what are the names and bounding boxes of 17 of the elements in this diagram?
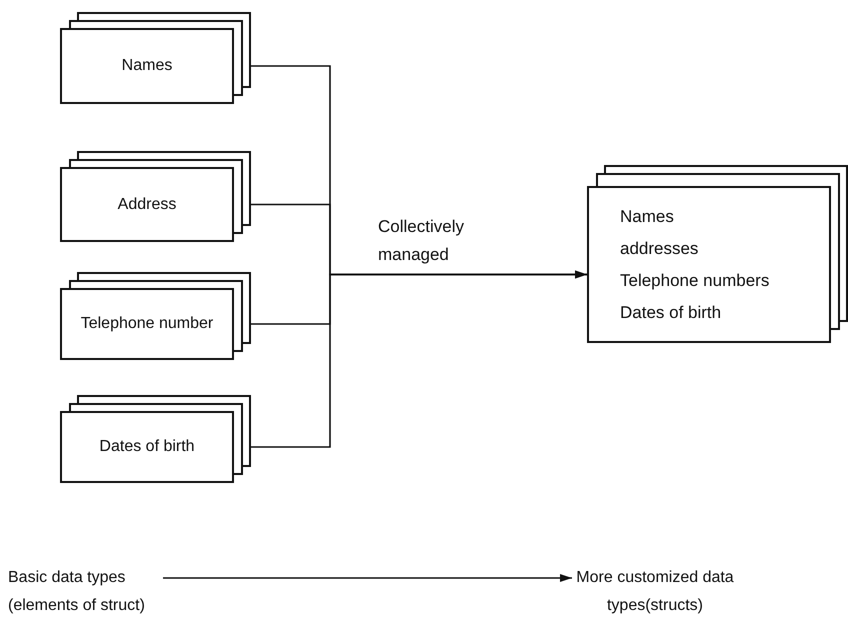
connector-arrow [251, 270, 587, 448]
card-text: Names [620, 206, 674, 228]
card-text: Telephone number [80, 314, 214, 334]
card-text: addresses [620, 238, 698, 260]
stacked-card [60, 395, 251, 483]
caption-text: More customized data types(structs) [572, 564, 738, 620]
stacked-card [60, 12, 251, 104]
card-text: Dates of birth [99, 437, 195, 457]
connector-arrow [163, 574, 572, 582]
card-text: Dates of birth [620, 302, 722, 324]
card-text: Names [122, 56, 172, 76]
card-text: Address [118, 194, 176, 214]
stacked-card [60, 151, 251, 242]
caption-text: Basic data types (elements of struct) [8, 564, 163, 620]
stacked-card [587, 165, 848, 343]
stacked-card [60, 272, 251, 360]
card-text: Telephone numbers [620, 270, 770, 292]
